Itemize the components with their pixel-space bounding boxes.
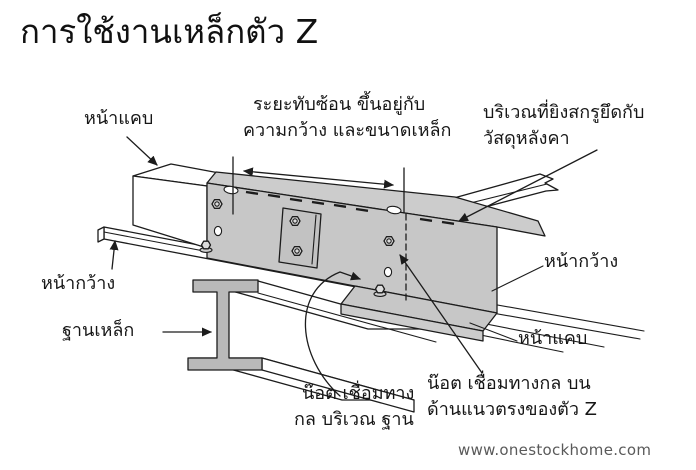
label-web-bolt: น๊อต เชื่อมทางกล บน ด้านแนวตรงของตัว Z (427, 373, 598, 420)
web-hole (383, 266, 393, 278)
leader-screw-area (458, 149, 598, 222)
label-narrow-face-top-left: หน้าแคบ (84, 108, 154, 129)
label-screw-area: บริเวณที่ยิงสกรูยึดกับ วัสดุหลังคา (483, 102, 645, 149)
top-flange-slots (223, 185, 455, 225)
flange-end-cap (97, 226, 105, 243)
leader-wide-face-left (109, 240, 119, 270)
leader-narrow-face-top (126, 136, 158, 166)
label-wide-face-left: หน้ากว้าง (41, 273, 116, 294)
web-hole (213, 225, 223, 237)
slot-hole (386, 205, 402, 215)
leader-wide-face-right (491, 265, 544, 292)
leader-web-bolt (399, 254, 483, 374)
plate-bolt-top (289, 216, 301, 226)
leader-arrows (109, 136, 598, 397)
leader-narrow-face-right (469, 322, 518, 342)
label-wide-face-right: หน้ากว้าง (544, 251, 619, 272)
lap-plate (278, 207, 322, 269)
label-overlap-note: ระยะทับซ้อน ขึ้นอยู่กับ ความกว้าง และขนา… (243, 94, 452, 141)
label-narrow-face-right: หน้าแคบ (518, 328, 588, 349)
label-base-bolt: น๊อต เชื่อมทาง กล บริเวณ ฐาน (294, 383, 415, 430)
web-bolt (211, 199, 223, 209)
plate-bolt-bottom (291, 246, 303, 256)
base-bolt-right (373, 284, 387, 297)
i-beam-end-face (187, 279, 263, 371)
overlap-dimension-arrow (243, 167, 394, 189)
overlap-dimension (232, 156, 405, 215)
rear-purlin-end (132, 163, 231, 249)
leader-base-bolt-curve (304, 271, 361, 397)
watermark: www.onestockhome.com (458, 441, 652, 459)
front-purlin-bottom-lip (340, 303, 484, 342)
label-steel-base: ฐานเหล็ก (62, 320, 135, 341)
web-bolt-right (383, 236, 395, 246)
base-bolt-left (199, 240, 213, 253)
page-title: การใช้งานเหล็กตัว Z (20, 12, 319, 51)
slot-hole (223, 185, 239, 195)
